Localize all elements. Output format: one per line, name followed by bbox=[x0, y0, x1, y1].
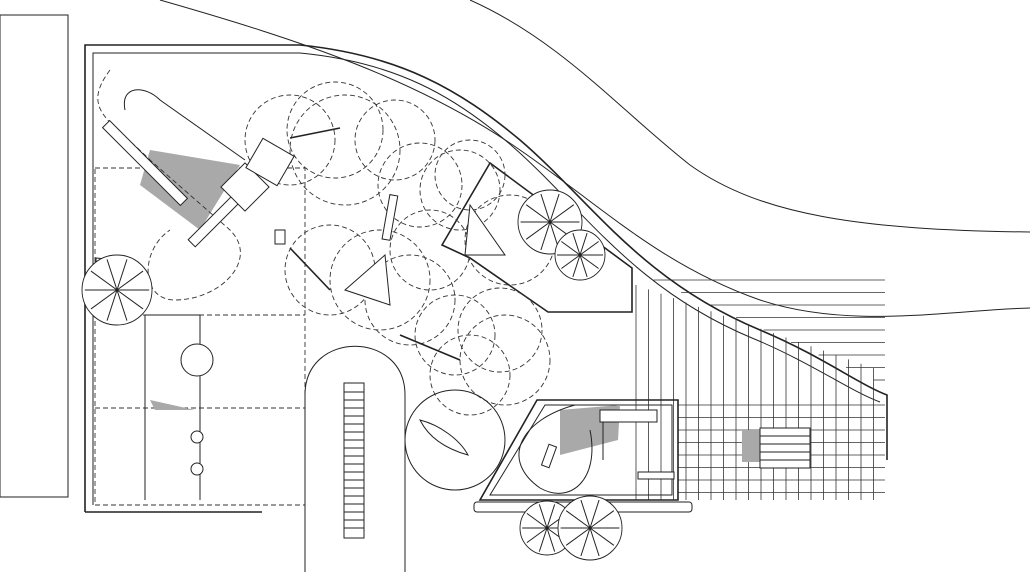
fall-zone-circle bbox=[289, 94, 401, 206]
enclosure bbox=[478, 399, 679, 501]
beam bbox=[289, 127, 341, 139]
shadow bbox=[140, 150, 240, 230]
boat bbox=[419, 419, 469, 456]
adjacent-building bbox=[0, 14, 69, 498]
fall-zone-circle bbox=[419, 149, 501, 231]
swing-set bbox=[144, 314, 214, 500]
ladder bbox=[381, 194, 399, 241]
fall-zone-circle bbox=[377, 142, 463, 228]
post bbox=[274, 229, 286, 245]
picnic-table bbox=[759, 427, 811, 469]
tree-icon bbox=[557, 495, 623, 561]
fall-zone-circle bbox=[244, 94, 336, 186]
panel bbox=[637, 471, 675, 480]
road-edge-lower bbox=[159, 0, 1030, 317]
slide bbox=[101, 119, 189, 207]
enclosure-inner bbox=[489, 404, 673, 496]
fall-zone-circle bbox=[354, 99, 436, 181]
slide-zone bbox=[97, 69, 241, 301]
fall-zone-circle bbox=[284, 224, 376, 316]
fall-zone-circle bbox=[429, 334, 511, 416]
trees bbox=[81, 189, 623, 561]
bench bbox=[540, 443, 558, 469]
boat-zone bbox=[404, 389, 506, 491]
shadow bbox=[742, 430, 762, 462]
beam-rungs bbox=[344, 391, 364, 529]
fall-zone-circle bbox=[459, 314, 551, 406]
planter-bed bbox=[440, 161, 633, 313]
tree-icon bbox=[554, 229, 606, 281]
tower-roof bbox=[220, 162, 270, 212]
slide-zone-line bbox=[123, 89, 246, 161]
canopy bbox=[599, 409, 658, 423]
fall-zone-circle bbox=[457, 287, 543, 373]
paving-grid bbox=[635, 279, 885, 500]
path-tongue bbox=[304, 345, 406, 572]
path-loop bbox=[518, 404, 593, 494]
site-boundary-inner bbox=[92, 52, 881, 505]
climber bbox=[464, 203, 506, 256]
fall-zone-circle bbox=[389, 209, 471, 291]
net-climber bbox=[344, 253, 391, 306]
fall-zone-circle bbox=[286, 81, 384, 179]
swing-seat bbox=[190, 462, 204, 476]
fall-zone-circle bbox=[434, 139, 506, 211]
beam bbox=[399, 334, 461, 361]
fall-zone-circle bbox=[329, 229, 431, 331]
beam bbox=[289, 247, 331, 291]
swing-seat bbox=[190, 430, 204, 444]
fall-zone-circle bbox=[414, 294, 496, 376]
platform bbox=[245, 137, 295, 187]
tree-icon bbox=[81, 254, 153, 326]
balance-beam bbox=[343, 382, 365, 539]
road-edge-upper bbox=[469, 0, 1030, 233]
fall-zone-circle bbox=[364, 254, 456, 346]
nest-swing bbox=[180, 343, 214, 377]
